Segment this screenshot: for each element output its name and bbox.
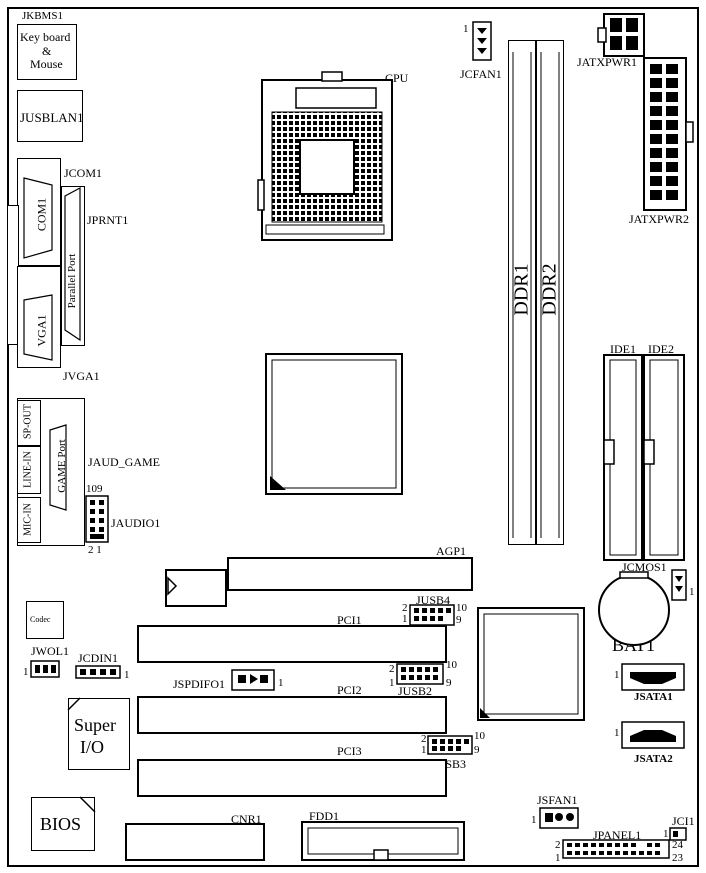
jaud-game-label: JAUD_GAME [88, 455, 160, 469]
jsata2-pin-1: 1 [614, 727, 620, 739]
jpanel1-label: JPANEL1 [593, 828, 642, 842]
jaudio1-pin-10-9: 109 [86, 483, 103, 495]
jusb2-label: JUSB2 [398, 684, 433, 698]
jusb3-pin-1: 1 [421, 744, 427, 756]
mic-in-jack [17, 497, 41, 543]
mic-in-label: MIC-IN [22, 503, 34, 536]
sp-out-jack [17, 400, 41, 446]
jcfan1-label: JCFAN1 [460, 67, 502, 81]
codec-label: Codec [30, 615, 51, 624]
jcmos1-pin-1: 1 [689, 586, 695, 598]
sp-out-label: SP-OUT [22, 404, 34, 440]
jsata1-label: JSATA1 [634, 691, 673, 703]
jusb4-label: JUSB4 [416, 593, 451, 607]
jusb4-pin-2: 2 [402, 602, 408, 614]
jspdifo1-pin-1: 1 [278, 677, 284, 689]
jsfan1-pin-1: 1 [531, 814, 537, 826]
pci3-label: PCI3 [337, 744, 362, 758]
jcdin1-label: JCDIN1 [78, 651, 119, 665]
jpanel1-pin-2: 2 [555, 839, 561, 851]
jwol1-pin-1: 1 [23, 666, 29, 678]
socket478-label: Socket 478 [304, 92, 367, 107]
jusb4-pin-9: 9 [456, 614, 462, 626]
jsata2-label: JSATA2 [634, 753, 673, 765]
ddr1-label: DDR1 [510, 263, 533, 316]
jpanel1-pin-1: 1 [555, 852, 561, 864]
keyboard-label-line3: Mouse [30, 57, 63, 71]
jvga1-label: JVGA1 [63, 369, 100, 383]
jusb4-pin-10: 10 [456, 602, 467, 614]
usb-lan-connector: JUSBLAN1 [17, 90, 84, 142]
jcfan1-pin-1: 1 [463, 23, 469, 35]
jspdifo1-label: JSPDIFO1 [173, 677, 226, 691]
jatxpwr1-label: JATXPWR1 [577, 55, 638, 69]
jsfan1-label: JSFAN1 [537, 793, 578, 807]
p4m266a-label: P4M266A [290, 417, 374, 439]
jpanel1-pin-23: 23 [672, 852, 683, 864]
vt8235-label: VT8235 [488, 616, 555, 638]
jusblan1-label: JUSBLAN1 [20, 110, 84, 125]
fdd1-label: FDD1 [309, 809, 340, 823]
cnr1-label: CNR1 [231, 812, 262, 826]
game-port-label: GAME Port [56, 439, 68, 493]
jci1-label: JCI1 [672, 814, 695, 828]
jcdin1-pin-1: 1 [124, 669, 130, 681]
jusb3-pin-10: 10 [474, 730, 485, 742]
pci2-label: PCI2 [337, 683, 362, 697]
jcmos1-label: JCMOS1 [622, 560, 667, 574]
pci1-label: PCI1 [337, 613, 362, 627]
jusb3-pin-2: 2 [421, 733, 427, 745]
jkbms1-label: JKBMS1 [22, 10, 63, 22]
jpanel1-pin-24: 24 [672, 839, 683, 851]
board-outline [7, 7, 699, 867]
codec-chip: Codec [26, 601, 64, 639]
jusb2-pin-10: 10 [446, 659, 457, 671]
jcom1-label: JCOM1 [64, 166, 103, 180]
bios-label: BIOS [40, 814, 82, 834]
jusb4-pin-1: 1 [402, 613, 408, 625]
jatxpwr2-label: JATXPWR2 [629, 212, 690, 226]
com1-label: COM1 [34, 197, 49, 232]
jusb2-pin-1: 1 [389, 677, 395, 689]
jaudio1-label: JAUDIO1 [111, 516, 161, 530]
jusb2-pin-9: 9 [446, 677, 452, 689]
super-io-label-line2: I/O [80, 737, 104, 757]
ddr2-label: DDR2 [538, 263, 561, 316]
keyboard-mouse-connector: Key board & Mouse [17, 24, 77, 80]
line-in-jack [17, 446, 41, 494]
parallel-port-label: Parallel Port [66, 253, 78, 309]
jusb3-label: JUSB3 [432, 757, 467, 771]
keyboard-label-line2: & [42, 44, 52, 58]
jaudio1-pin-2-1: 2 1 [88, 544, 102, 556]
jusb3-pin-9: 9 [474, 744, 480, 756]
line-in-label: LINE-IN [22, 451, 34, 488]
super-io-label-line1: Super [74, 715, 116, 735]
jci1-pin-1: 1 [663, 828, 669, 840]
lan-label: LAN [178, 578, 215, 598]
jsata1-pin-1: 1 [614, 669, 620, 681]
bat1-label: BAT1 [612, 635, 656, 655]
jusb2-pin-2: 2 [389, 663, 395, 675]
keyboard-label-line1: Key board [20, 30, 71, 44]
agp1-label: AGP1 [436, 544, 467, 558]
jprnt1-label: JPRNT1 [87, 213, 129, 227]
ide1-label: IDE1 [610, 342, 636, 356]
ide2-label: IDE2 [648, 342, 674, 356]
jwol1-label: JWOL1 [31, 644, 69, 658]
cpu-label: CPU [385, 71, 409, 85]
vga1-label: VGA1 [34, 314, 49, 347]
